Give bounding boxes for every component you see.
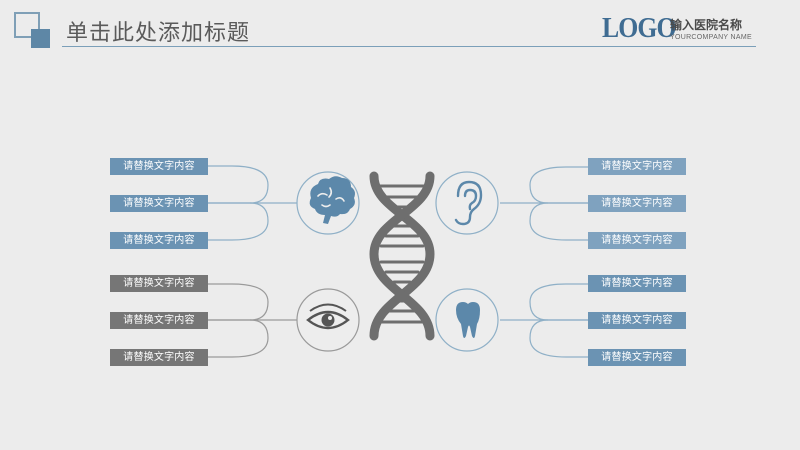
right-top-item-2[interactable]: 请替换文字内容 [588,195,686,212]
connectors-right-bottom [500,283,588,358]
company-name[interactable]: YOURCOMPANY NAME [670,34,752,41]
brain-icon [309,176,355,224]
page-title[interactable]: 单击此处添加标题 [66,21,251,46]
left-bottom-item-2[interactable]: 请替换文字内容 [110,312,208,329]
hospital-name[interactable]: 输入医院名称 [670,18,743,32]
left-top-item-2[interactable]: 请替换文字内容 [110,195,208,212]
left-top-item-3[interactable]: 请替换文字内容 [110,232,208,249]
eye-icon [306,303,350,330]
right-bottom-item-1[interactable]: 请替换文字内容 [588,275,686,292]
left-top-item-1[interactable]: 请替换文字内容 [110,158,208,175]
right-top-item-1[interactable]: 请替换文字内容 [588,158,686,175]
connectors-left-bottom [208,283,300,358]
left-bottom-item-3[interactable]: 请替换文字内容 [110,349,208,366]
corner-square-filled [31,29,50,48]
left-bottom-item-1[interactable]: 请替换文字内容 [110,275,208,292]
ear-circle[interactable] [435,171,499,235]
logo[interactable]: LOGO [602,13,677,44]
dna-helix-icon [369,171,435,341]
connectors-left-top [208,165,300,241]
connectors-right-top [500,166,588,241]
tooth-icon [456,302,480,338]
right-bottom-item-2[interactable]: 请替换文字内容 [588,312,686,329]
right-top-item-3[interactable]: 请替换文字内容 [588,232,686,249]
ear-icon [454,180,483,226]
right-bottom-item-3[interactable]: 请替换文字内容 [588,349,686,366]
header-divider [62,46,756,47]
corner-square-outline [14,12,40,38]
